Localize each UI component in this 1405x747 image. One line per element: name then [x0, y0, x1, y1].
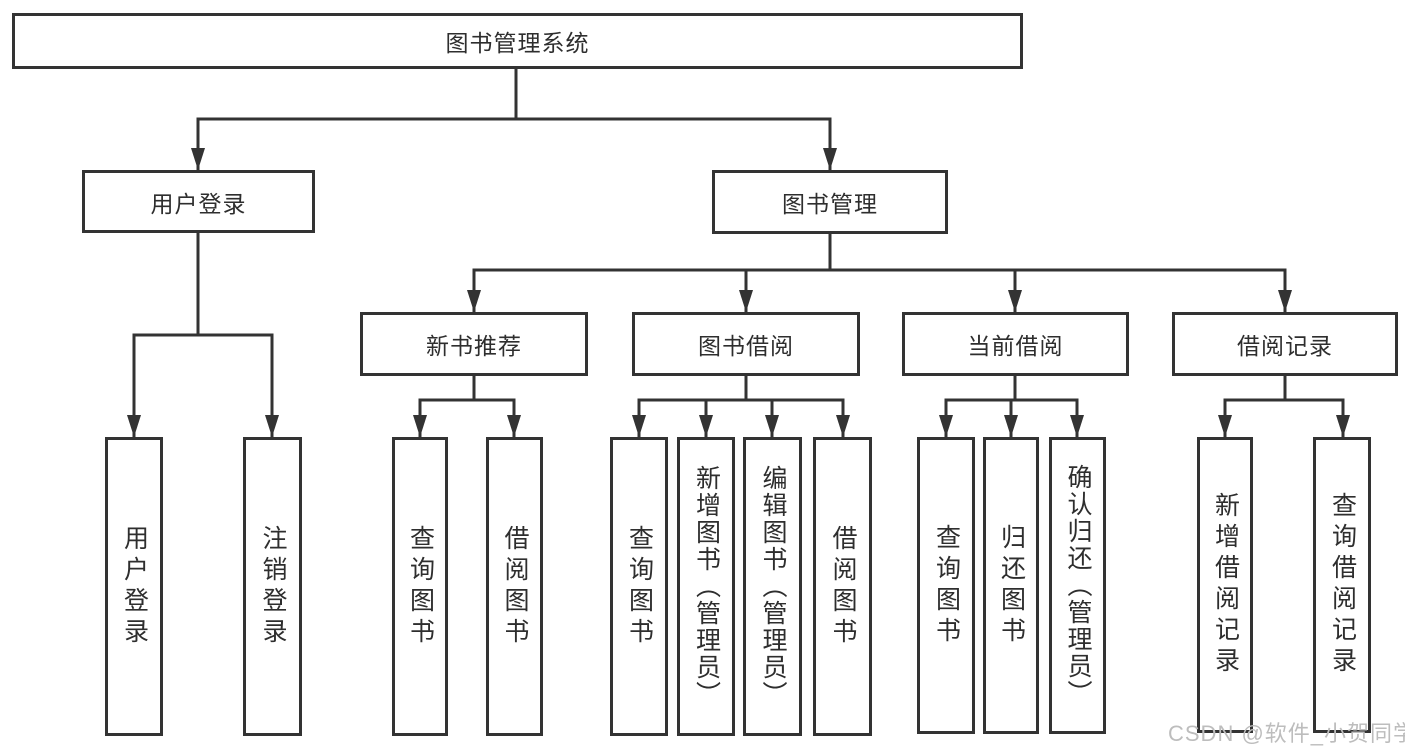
leaf-query-borrow-record: 查询借阅记录: [1313, 437, 1371, 733]
node-current-borrow: 当前借阅: [902, 312, 1129, 376]
node-label: 归还图书: [997, 523, 1026, 648]
node-label: 当前借阅: [967, 333, 1064, 359]
leaf-user-login: 用户登录: [105, 437, 163, 736]
leaf-add-borrow-record: 新增借阅记录: [1197, 437, 1253, 733]
leaf-query-book-1: 查询图书: [392, 437, 448, 736]
leaf-confirm-return-admin: 确认归还（管理员）: [1049, 437, 1106, 734]
node-book-borrow: 图书借阅: [632, 312, 860, 376]
leaf-borrow-book-1: 借阅图书: [486, 437, 543, 736]
node-label: 查询图书: [932, 523, 961, 648]
node-label: 注销登录: [259, 524, 287, 649]
node-label: 借阅图书: [829, 524, 857, 649]
node-label: 确认归还（管理员）: [1064, 464, 1092, 707]
node-label: 编辑图书（管理员）: [759, 465, 787, 708]
node-new-book-recommend: 新书推荐: [360, 312, 588, 376]
leaf-logout: 注销登录: [243, 437, 302, 736]
node-label: 借阅记录: [1237, 333, 1333, 359]
node-label: 查询图书: [406, 524, 435, 649]
node-label: 用户登录: [150, 190, 247, 217]
node-label: 用户登录: [120, 524, 149, 649]
node-label: 新增图书（管理员）: [692, 465, 721, 708]
leaf-return-book: 归还图书: [983, 437, 1039, 734]
leaf-borrow-book-2: 借阅图书: [813, 437, 872, 736]
leaf-query-book-3: 查询图书: [917, 437, 975, 734]
node-user-login-group: 用户登录: [82, 170, 315, 233]
leaf-query-book-2: 查询图书: [610, 437, 668, 736]
node-system-root: 图书管理系统: [12, 13, 1023, 69]
leaf-add-book-admin: 新增图书（管理员）: [677, 437, 735, 736]
node-book-management: 图书管理: [712, 170, 948, 234]
csdn-watermark: CSDN @软件_小贺同学: [1168, 721, 1405, 746]
node-label: 新增借阅记录: [1211, 492, 1240, 678]
node-label: 图书借阅: [698, 333, 794, 359]
node-label: 借阅图书: [501, 524, 529, 649]
node-label: 查询借阅记录: [1328, 492, 1357, 678]
node-label: 查询图书: [625, 524, 654, 649]
node-label: 图书管理: [782, 191, 878, 217]
node-borrow-record: 借阅记录: [1172, 312, 1398, 376]
node-label: 图书管理系统: [445, 30, 590, 56]
leaf-edit-book-admin: 编辑图书（管理员）: [743, 437, 802, 736]
node-label: 新书推荐: [426, 333, 522, 359]
